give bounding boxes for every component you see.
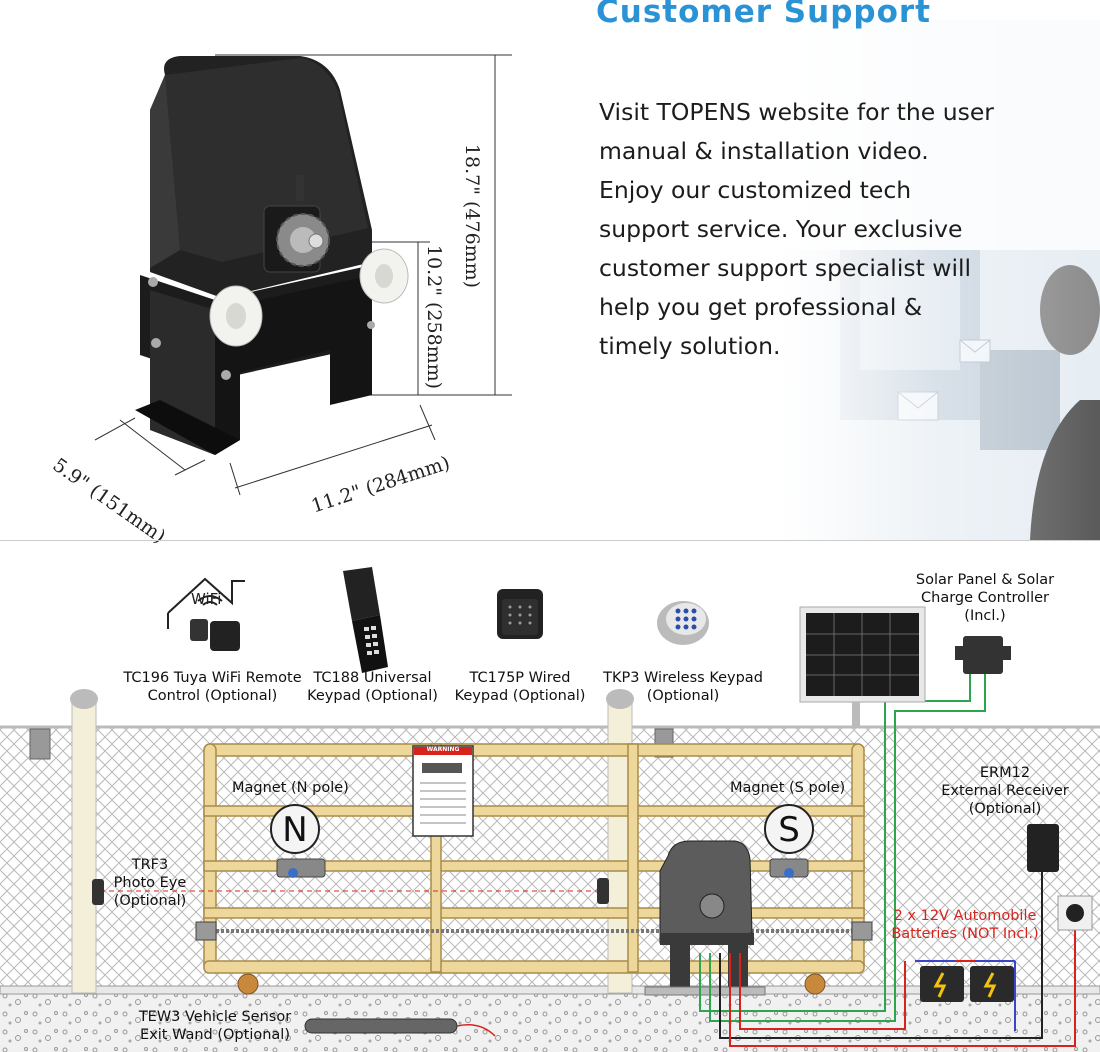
page-title: Customer Support xyxy=(596,0,931,30)
label-tew3: TEW3 Vehicle Sensor Exit Wand (Optional) xyxy=(130,1008,300,1044)
label-tc196: TC196 Tuya WiFi Remote Control (Optional… xyxy=(120,669,305,705)
magnet-north-bracket xyxy=(276,858,326,878)
label-line: Keypad (Optional) xyxy=(454,688,586,704)
label-trf3: TRF3 Photo Eye (Optional) xyxy=(100,856,200,910)
label-line: (Incl.) xyxy=(964,608,1006,624)
support-background-photo xyxy=(780,20,1100,540)
magnet-north-letter: N xyxy=(282,810,308,850)
label-solar: Solar Panel & Solar Charge Controller (I… xyxy=(900,571,1070,625)
section-divider xyxy=(0,540,1100,541)
label-tkp3: TKP3 Wireless Keypad (Optional) xyxy=(598,669,768,705)
description-line: timely solution. xyxy=(599,332,781,360)
warning-sign xyxy=(412,745,474,837)
label-batteries: 2 x 12V Automobile Batteries (NOT Incl.) xyxy=(885,907,1045,943)
label-line: ERM12 xyxy=(979,765,1031,781)
label-magnet-south: Magnet (S pole) xyxy=(730,780,846,796)
label-line: Charge Controller xyxy=(921,590,1049,606)
battery-right xyxy=(970,966,1014,1002)
magnet-south-letter: S xyxy=(778,810,800,850)
support-description: Visit TOPENS website for the user manual… xyxy=(599,93,1019,366)
exit-wand xyxy=(304,1018,496,1037)
sliding-gate xyxy=(203,743,865,974)
label-line: TKP3 Wireless Keypad xyxy=(603,670,763,686)
tc196-device-icon xyxy=(190,619,240,651)
label-line: Batteries (NOT Incl.) xyxy=(891,926,1039,942)
label-line: (Optional) xyxy=(646,688,720,704)
warning-sign-title: WARNING xyxy=(426,746,460,753)
fence-post-left xyxy=(70,689,98,994)
dimension-height-total: 18.7" (476mm) xyxy=(461,143,484,289)
battery-left xyxy=(920,966,964,1002)
wifi-icon-text: WiFi xyxy=(191,590,222,608)
label-line: Photo Eye xyxy=(113,875,187,891)
installation-diagram xyxy=(0,567,1100,1052)
dimension-lines xyxy=(94,54,512,496)
label-tc175p: TC175P Wired Keypad (Optional) xyxy=(450,669,590,705)
magnet-south-circle xyxy=(764,804,814,854)
external-receiver xyxy=(1027,824,1059,872)
label-line: Solar Panel & Solar xyxy=(915,572,1055,588)
label-line: (Optional) xyxy=(113,893,187,909)
power-outlet xyxy=(1057,895,1093,931)
description-line: support service. Your exclusive xyxy=(599,215,963,243)
charge-controller xyxy=(955,636,1011,674)
description-line: Enjoy our customized tech xyxy=(599,176,912,204)
magnet-north-circle xyxy=(270,804,320,854)
label-line: 2 x 12V Automobile xyxy=(893,908,1037,924)
label-tc188: TC188 Universal Keypad (Optional) xyxy=(300,669,445,705)
label-line: TRF3 xyxy=(131,857,169,873)
photo-eye-right xyxy=(597,878,609,904)
magnet-south-bracket xyxy=(769,858,809,878)
description-line: manual & installation video. xyxy=(599,137,929,165)
description-line: help you get professional & xyxy=(599,293,923,321)
opener-product-photo xyxy=(94,54,512,496)
solar-panel xyxy=(799,606,926,727)
label-line: (Optional) xyxy=(968,801,1042,817)
label-magnet-north: Magnet (N pole) xyxy=(232,780,349,796)
photo-eye-left xyxy=(92,879,104,905)
tkp3-keypad-icon xyxy=(657,601,709,645)
tc175p-keypad-icon xyxy=(497,589,543,639)
chain-link-fence xyxy=(0,726,1100,991)
label-line: TC196 Tuya WiFi Remote xyxy=(123,670,302,686)
label-line: TC175P Wired xyxy=(469,670,571,686)
label-line: Exit Wand (Optional) xyxy=(140,1027,290,1043)
description-line: Visit TOPENS website for the user xyxy=(599,98,994,126)
label-line: Control (Optional) xyxy=(147,688,278,704)
tc188-keypad-icon xyxy=(343,567,388,673)
label-line: TEW3 Vehicle Sensor xyxy=(138,1009,292,1025)
label-line: External Receiver xyxy=(941,783,1069,799)
wifi-house-icon xyxy=(167,577,245,629)
dimension-height-sprocket: 10.2" (258mm) xyxy=(423,244,446,390)
gate-opener-unit xyxy=(644,840,766,996)
label-line: Keypad (Optional) xyxy=(307,688,438,704)
label-erm12: ERM12 External Receiver (Optional) xyxy=(935,764,1075,818)
description-line: customer support specialist will xyxy=(599,254,972,282)
label-line: TC188 Universal xyxy=(313,670,432,686)
ground xyxy=(0,993,1100,1052)
